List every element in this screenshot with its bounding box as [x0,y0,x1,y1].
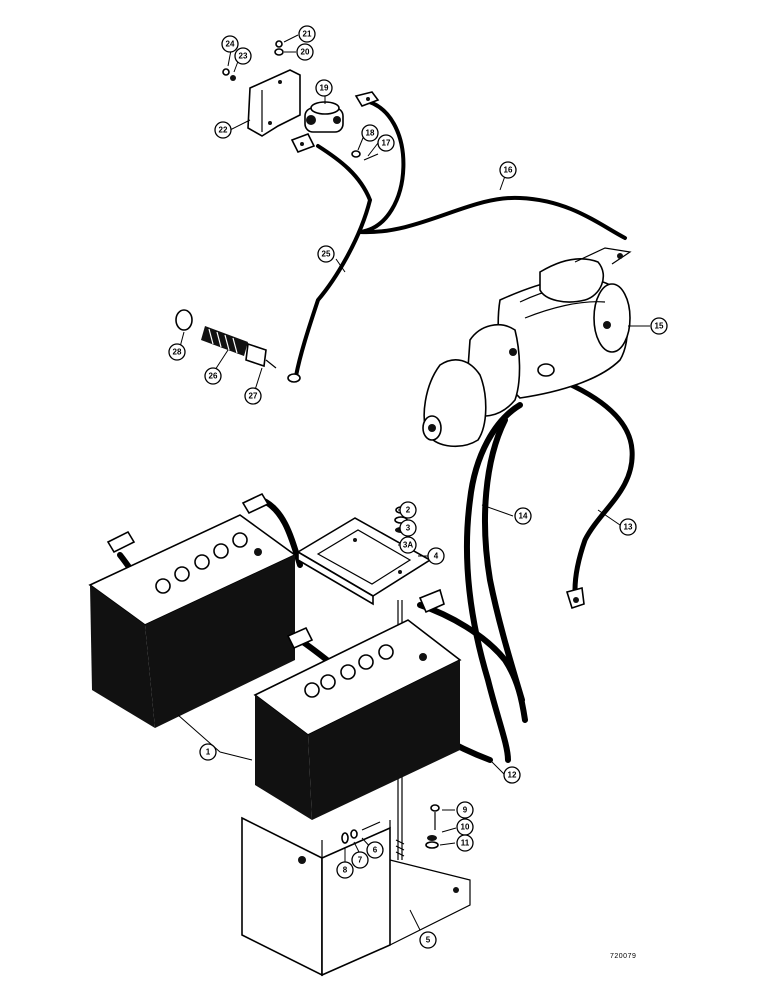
callout-14: 14 [514,507,532,525]
svg-text:18: 18 [366,129,375,138]
starter-motor [422,247,632,448]
svg-text:14: 14 [519,512,528,521]
svg-text:9: 9 [463,806,468,815]
callout-25: 25 [317,245,335,263]
svg-text:2: 2 [406,506,411,515]
callout-13: 13 [619,518,637,536]
callout-3: 3 [399,519,417,537]
battery-right [253,588,462,820]
solenoid-assembly [222,40,380,161]
callout-4: 4 [427,547,445,565]
svg-text:21: 21 [303,30,312,39]
callout-27: 27 [244,387,262,405]
svg-text:17: 17 [382,139,391,148]
callout-8: 8 [336,861,354,879]
callout-23: 23 [234,47,252,65]
callout-16: 16 [499,161,517,179]
callout-28: 28 [168,343,186,361]
svg-text:27: 27 [249,392,258,401]
callout-1: 1 [199,743,217,761]
callout-15: 15 [650,317,668,335]
svg-text:28: 28 [173,348,182,357]
leader-lines [177,34,650,931]
callout-3a: 3A [399,536,417,554]
callout-10: 10 [456,818,474,836]
hold-down-bracket [296,506,432,860]
svg-text:22: 22 [219,126,228,135]
svg-text:4: 4 [434,552,439,561]
callout-6: 6 [366,841,384,859]
svg-text:8: 8 [343,866,348,875]
svg-text:16: 16 [504,166,513,175]
callout-9: 9 [456,801,474,819]
callout-7: 7 [351,851,369,869]
callout-17: 17 [377,134,395,152]
svg-text:5: 5 [426,936,431,945]
svg-text:13: 13 [624,523,633,532]
callout-11: 11 [456,834,474,852]
callout-5: 5 [419,931,437,949]
svg-text:25: 25 [322,250,331,259]
callout-bubbles: 1 2 3 3A 4 5 6 7 8 9 10 11 12 13 14 15 1… [168,25,668,949]
switch-assembly [175,309,301,383]
callout-21: 21 [298,25,316,43]
callout-24: 24 [221,35,239,53]
svg-text:24: 24 [226,40,235,49]
svg-text:7: 7 [358,856,363,865]
svg-text:20: 20 [301,48,310,57]
callout-2: 2 [399,501,417,519]
svg-text:3A: 3A [403,541,413,550]
callout-12: 12 [503,766,521,784]
svg-text:12: 12 [508,771,517,780]
svg-text:19: 19 [320,84,329,93]
callout-22: 22 [214,121,232,139]
callout-20: 20 [296,43,314,61]
svg-text:23: 23 [239,52,248,61]
ground-terminal [565,586,585,610]
svg-text:15: 15 [655,322,664,331]
battery-box [241,804,471,977]
svg-text:26: 26 [209,372,218,381]
callout-26: 26 [204,367,222,385]
svg-text:11: 11 [461,839,470,848]
svg-text:10: 10 [461,823,470,832]
svg-text:1: 1 [206,748,211,757]
callout-19: 19 [315,79,333,97]
callout-18: 18 [361,124,379,142]
battery-left [88,492,297,728]
svg-text:3: 3 [406,524,411,533]
drawing-code: 720079 [610,953,636,960]
svg-text:6: 6 [373,846,378,855]
